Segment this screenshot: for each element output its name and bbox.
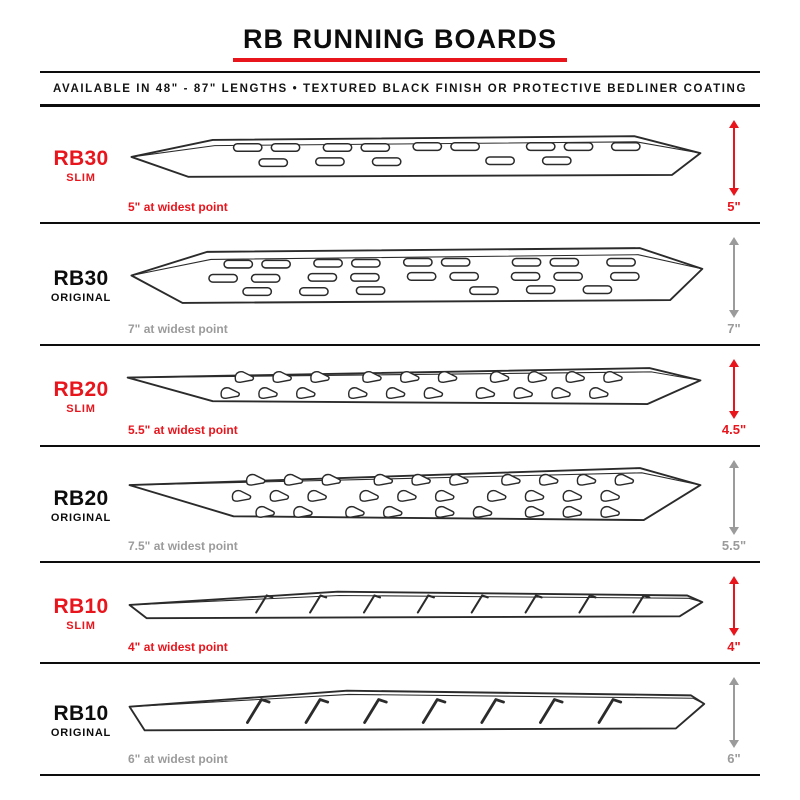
row-label: RB10 SLIM: [40, 571, 122, 656]
rb30-original-board-drawing: [130, 247, 704, 304]
variant-name: ORIGINAL: [50, 511, 112, 524]
row-label: RB30 SLIM: [40, 115, 122, 216]
height-dimension-label: 4.5": [721, 422, 747, 437]
height-dimension: 7": [708, 232, 760, 338]
width-note: 7.5" at widest point: [128, 539, 238, 553]
row-rb20-original: RB20 ORIGINAL 7.5" at widest po: [40, 447, 760, 563]
subtitle-band: AVAILABLE IN 48" - 87" LENGTHS • TEXTURE…: [40, 71, 760, 107]
height-dimension-arrow-icon: [729, 237, 739, 318]
variant-name: SLIM: [66, 403, 96, 415]
row-rb20-slim: RB20 SLIM 5.5" at widest point 4.: [40, 346, 760, 447]
variant-name: ORIGINAL: [50, 291, 112, 304]
board-comparison-list: RB30 SLIM 5" at widest point: [40, 107, 760, 776]
drawing-area: 5" at widest point: [122, 115, 708, 216]
height-dimension-label: 4": [727, 639, 741, 654]
rb20-original-board-drawing: [128, 467, 702, 522]
drawing-area: 6" at widest point: [122, 672, 708, 768]
row-rb10-slim: RB10 SLIM 4" at widest point 4": [40, 563, 760, 664]
height-dimension: 4": [708, 571, 760, 656]
page-title: RB RUNNING BOARDS: [233, 24, 567, 62]
height-dimension: 5.5": [708, 455, 760, 555]
height-dimension-label: 7": [727, 321, 741, 336]
model-name: RB10: [53, 701, 109, 725]
rb20-slim-board-drawing: [126, 367, 702, 405]
drawing-area: 5.5" at widest point: [122, 354, 708, 439]
variant-name: SLIM: [66, 172, 96, 184]
height-dimension: 4.5": [708, 354, 760, 439]
height-dimension-arrow-icon: [729, 359, 739, 419]
variant-name: SLIM: [66, 620, 96, 632]
row-label: RB20 ORIGINAL: [40, 455, 122, 555]
model-name: RB30: [53, 266, 109, 290]
row-label: RB20 SLIM: [40, 354, 122, 439]
width-note: 4" at widest point: [128, 640, 228, 654]
drawing-area: 7" at widest point: [122, 232, 708, 338]
drawing-area: 4" at widest point: [122, 571, 708, 656]
width-note: 7" at widest point: [128, 322, 228, 336]
height-dimension-label: 6": [727, 751, 741, 766]
page-subtitle: AVAILABLE IN 48" - 87" LENGTHS • TEXTURE…: [52, 83, 748, 95]
height-dimension-arrow-icon: [729, 576, 739, 636]
row-label: RB10 ORIGINAL: [40, 672, 122, 768]
rb10-slim-board-drawing: [128, 590, 704, 620]
rb30-slim-board-drawing: [130, 135, 702, 178]
height-dimension: 6": [708, 672, 760, 768]
drawing-area: 7.5" at widest point: [122, 455, 708, 555]
height-dimension-arrow-icon: [729, 460, 739, 535]
variant-name: ORIGINAL: [50, 726, 112, 739]
width-note: 5.5" at widest point: [128, 423, 238, 437]
model-name: RB30: [53, 147, 109, 170]
row-label: RB30 ORIGINAL: [40, 232, 122, 338]
model-name: RB20: [53, 378, 109, 401]
height-dimension-label: 5.5": [721, 538, 747, 553]
rb10-original-board-drawing: [128, 689, 706, 732]
height-dimension: 5": [708, 115, 760, 216]
model-name: RB20: [53, 486, 109, 510]
height-dimension-label: 5": [727, 199, 741, 214]
row-rb30-original: RB30 ORIGINAL: [40, 224, 760, 346]
row-rb30-slim: RB30 SLIM 5" at widest point: [40, 107, 760, 224]
height-dimension-arrow-icon: [729, 677, 739, 748]
row-rb10-original: RB10 ORIGINAL 6": [40, 664, 760, 776]
width-note: 6" at widest point: [128, 752, 228, 766]
width-note: 5" at widest point: [128, 200, 228, 214]
height-dimension-arrow-icon: [729, 120, 739, 196]
model-name: RB10: [53, 595, 109, 618]
page-header: RB RUNNING BOARDS AVAILABLE IN 48" - 87"…: [0, 0, 800, 107]
